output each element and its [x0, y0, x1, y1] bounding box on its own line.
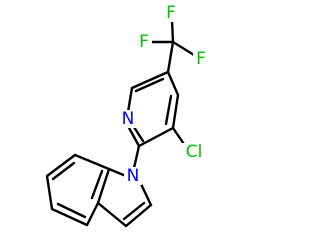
bond-indole-n-c2: [138, 180, 153, 207]
bond-c6-n1: [126, 86, 134, 114]
chemical-structure-diagram: F F F N Cl N: [45, 3, 209, 228]
bond-benz-c6-c5: [45, 174, 54, 211]
bond-indole-c3a-c7a: [96, 167, 111, 205]
bond-c2-c3: [137, 126, 175, 148]
bond-c5-c6-inner: [134, 77, 165, 93]
bond-indole-c2-c3: [124, 203, 153, 228]
pyridine-nitrogen-label-bg: [119, 110, 137, 128]
bond-n1-c2: [126, 124, 141, 148]
bond-benz-c4-c3a: [85, 201, 100, 227]
fluorine-2-label-bg: [163, 4, 179, 22]
bond-indole-c7a-n: [107, 167, 128, 178]
bond-benz-c7-c6: [45, 153, 77, 178]
fluorine-3-label-bg: [193, 50, 209, 68]
pyridine-nitrogen-label: N: [122, 109, 135, 129]
bond-c3-c4: [171, 93, 180, 130]
bond-benz-c5-c4: [50, 207, 89, 227]
bond-benz-c5-c4-inner: [56, 202, 87, 219]
bond-c2-indole-n: [132, 144, 141, 170]
chlorine-label: Cl: [186, 142, 203, 162]
bond-cf3-f2: [170, 18, 175, 44]
fluorine-1-label: F: [139, 32, 149, 52]
atom-label-layer: F F F N Cl N: [119, 3, 209, 186]
fluorine-3-label: F: [196, 49, 206, 69]
bond-c5-c6: [130, 70, 170, 90]
bond-cf3-f3: [171, 40, 196, 57]
bond-c5-cf3: [166, 40, 175, 74]
indole-nitrogen-label-bg: [124, 167, 142, 185]
indole-nitrogen-label: N: [127, 166, 140, 186]
bond-indole-c3-c3a: [96, 201, 128, 228]
fluorine-1-label-bg: [136, 33, 152, 51]
bond-benz-c3a-c7a-inner: [90, 169, 104, 200]
fluorine-2-label: F: [166, 3, 176, 23]
bond-benz-c7-c6-inner: [51, 161, 76, 181]
bond-benz-c7a-c7: [73, 153, 111, 171]
chlorine-label-bg: [181, 143, 207, 161]
bond-c4-c5: [166, 70, 180, 97]
bond-indole-c2-c3-inner: [122, 201, 146, 221]
bond-c3-c4-inner: [164, 94, 173, 126]
